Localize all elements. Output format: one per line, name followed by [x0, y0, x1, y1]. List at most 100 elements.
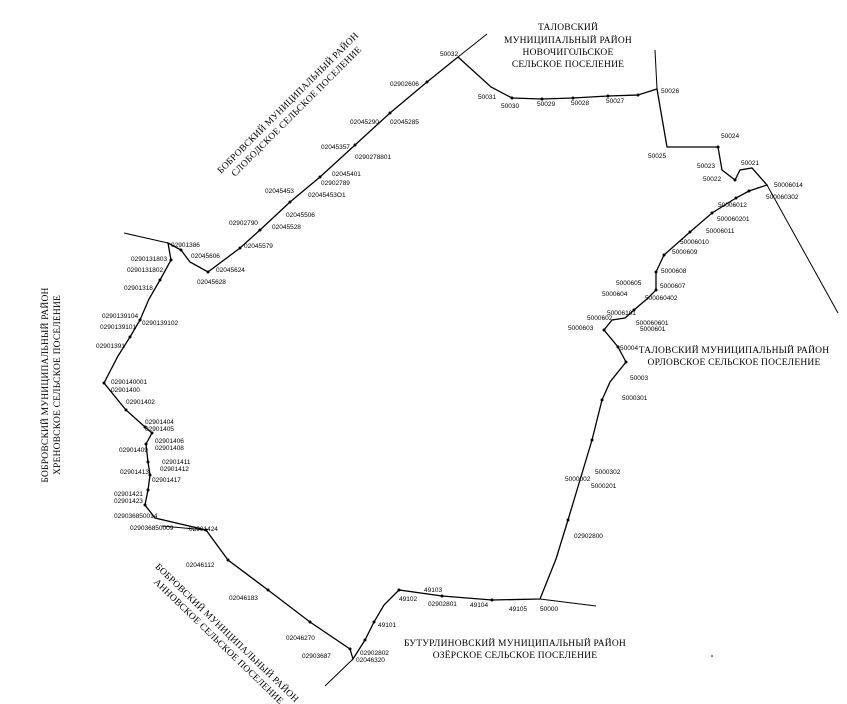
point-label: 02902789 [321, 180, 350, 187]
point-label: 50021 [741, 160, 759, 167]
point-label: 50006014 [774, 182, 803, 189]
point-label: 50000 [540, 606, 558, 613]
boundary-point [710, 211, 714, 215]
boundary-point [632, 308, 636, 312]
boundary-point [206, 270, 210, 274]
point-label: 02902800 [574, 533, 603, 540]
boundary-point [425, 80, 429, 84]
boundary-point [308, 620, 312, 624]
point-label: 02901409 [119, 447, 148, 454]
point-label: 02901412 [160, 466, 189, 473]
point-label: 50031 [478, 94, 496, 101]
neighbor-boundary-northwest [123, 232, 169, 244]
point-label: 50027 [606, 98, 624, 105]
boundary-point [440, 594, 444, 598]
point-label: 49102 [399, 596, 417, 603]
point-label: 02902606 [390, 81, 419, 88]
point-label: 02045453O1 [308, 192, 346, 199]
point-label: 500060601 [636, 320, 669, 327]
boundary-point [318, 175, 322, 179]
point-label: 02045579 [244, 243, 273, 250]
point-label: 0290131802 [127, 267, 164, 274]
boundary-point [148, 473, 152, 477]
boundary-point [348, 647, 352, 651]
point-label: 50023 [697, 163, 715, 170]
region-label-line: СЛОБОДСКОЕ СЕЛЬСКОЕ ПОСЕЛЕНИЕ [230, 45, 364, 179]
point-label: 50032 [440, 51, 458, 58]
point-label: 02901404 [145, 419, 174, 426]
boundary-point [266, 588, 270, 592]
point-label: 50004 [620, 345, 638, 352]
region-label-line: ОЗЁРСКОЕ СЕЛЬСКОЕ ПОСЕЛЕНИЕ [433, 649, 597, 661]
neighbor-boundary-northeast [654, 49, 658, 90]
point-label: 02046183 [229, 595, 258, 602]
boundary-point [144, 442, 148, 446]
point-label: 49104 [470, 602, 488, 609]
boundary-point [490, 598, 494, 602]
point-label: 5000608 [661, 268, 687, 275]
point-label: 02045285 [390, 119, 419, 126]
boundary-point [616, 345, 620, 349]
point-label: 02901424 [189, 526, 218, 533]
boundary-point [600, 398, 604, 402]
boundary-point [204, 528, 208, 532]
point-label: 50029 [537, 101, 555, 108]
settlement-boundary [103, 56, 769, 661]
point-label: 50006010 [680, 239, 709, 246]
region-label-talovsky-novochigolskoe: ТАЛОВСКИЙ МУНИЦИПАЛЬНЫЙ РАЙОН НОВОЧИГОЛЬ… [504, 21, 632, 70]
point-label: 5000601 [640, 326, 666, 333]
point-label: 02901406 [155, 438, 184, 445]
boundary-point [397, 588, 401, 592]
point-label: 50003 [630, 375, 648, 382]
boundary-point [150, 431, 154, 435]
boundary-point [602, 328, 606, 332]
point-label: 02901411 [162, 459, 191, 466]
boundary-point [606, 94, 610, 98]
point-label: 49103 [424, 587, 442, 594]
point-label: 50006012 [718, 202, 747, 209]
point-label: 0290140001 [111, 379, 148, 386]
point-labels: 50032 02902606 02045290 02045285 0204535… [96, 51, 803, 664]
point-label: 02901405 [145, 426, 174, 433]
point-label: 02045624 [216, 267, 245, 274]
point-label: 0290278801 [355, 154, 392, 161]
boundary-point [654, 270, 658, 274]
boundary-point [662, 253, 666, 257]
point-label: 50022 [703, 176, 721, 183]
boundary-point [146, 460, 150, 464]
point-label: 02046320 [356, 657, 385, 664]
boundary-point [388, 111, 392, 115]
boundary-point [124, 408, 128, 412]
boundary-point [158, 278, 162, 282]
boundary-point [566, 518, 570, 522]
point-label: 02045506 [286, 212, 315, 219]
point-label: 02902801 [428, 601, 457, 608]
boundary-point [226, 558, 230, 562]
point-label: 02045606 [191, 253, 220, 260]
point-label: 50030 [501, 103, 519, 110]
boundary-point [734, 196, 738, 200]
point-label: 49105 [509, 606, 527, 613]
point-label: 02903687 [302, 653, 331, 660]
neighbor-boundary-north [457, 33, 488, 58]
region-label-buturlinovsky-ozerskoe: БУТУРЛИНОВСКИЙ МУНИЦИПАЛЬНЫЙ РАЙОН ОЗЁРС… [404, 637, 626, 661]
point-label: 02045453 [265, 188, 294, 195]
point-label: 02045401 [332, 171, 361, 178]
point-label: 029036850009 [130, 525, 174, 532]
point-label: 02902802 [360, 650, 389, 657]
point-label: 02901413 [120, 469, 149, 476]
region-label-line: АННОВСКОЕ СЕЛЬСКОЕ ПОСЕЛЕНИЕ [151, 578, 284, 704]
boundary-point [688, 230, 692, 234]
neighbor-boundary-east [766, 184, 839, 314]
boundary-point [128, 335, 132, 339]
boundary-point [716, 145, 720, 149]
point-label: 500060302 [766, 194, 799, 201]
boundary-point [590, 438, 594, 442]
point-label: 02046270 [286, 635, 315, 642]
point-label: 02901423 [114, 498, 143, 505]
boundary-point [179, 248, 183, 252]
boundary-point [363, 638, 367, 642]
boundary-point [733, 178, 737, 182]
region-label-line: БОБРОВСКИЙ МУНИЦИПАЛЬНЫЙ РАЙОН [153, 561, 302, 704]
